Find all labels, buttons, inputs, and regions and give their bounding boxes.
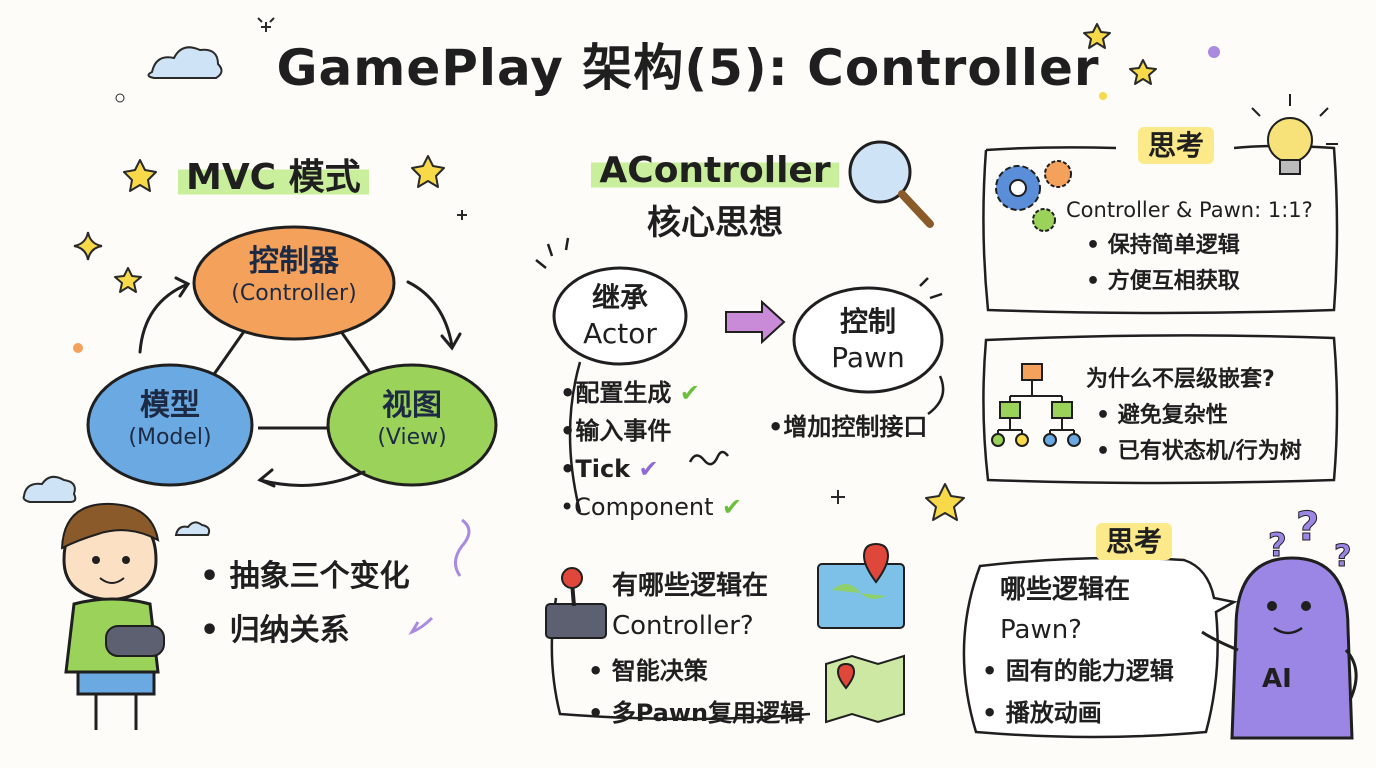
- star-icon: [114, 267, 142, 293]
- inherit-bubble-shape: [552, 266, 688, 366]
- robot-label: AI: [1262, 664, 1292, 694]
- view-node-label: 视图: [382, 388, 442, 423]
- check-icon: ✔: [679, 379, 700, 407]
- think-label: 思考: [1138, 124, 1215, 164]
- boy-with-gamepad-figure: [60, 502, 165, 730]
- svg-text:?: ?: [1268, 526, 1287, 564]
- joystick-icon: [545, 567, 607, 639]
- sparkle-icon: [73, 231, 103, 261]
- pawn-logic-item: • 播放动画: [982, 699, 1102, 727]
- cloud-icon: [22, 475, 211, 536]
- check-icon: ✔: [721, 493, 742, 521]
- think1-items: • 保持简单逻辑 • 方便互相获取: [1086, 228, 1240, 300]
- controller-node-shape: [192, 225, 396, 341]
- model-node-label: 模型: [140, 388, 200, 423]
- star-icon: [123, 159, 157, 192]
- think1-item: • 保持简单逻辑: [1086, 233, 1240, 258]
- control-bubble-shape: [792, 286, 944, 394]
- pawn-logic-item: • 固有的能力逻辑: [982, 657, 1174, 685]
- control-items: •增加控制接口: [768, 408, 927, 446]
- think1-item: • 方便互相获取: [1086, 269, 1240, 294]
- view-node-shape: [326, 363, 498, 487]
- think2-items: • 避免复杂性 • 已有状态机/行为树: [1096, 398, 1302, 470]
- gear-icon: [995, 160, 1072, 232]
- inherit-item: •Component: [560, 493, 714, 521]
- star-icon: [411, 155, 445, 188]
- star-icon: [1083, 23, 1111, 49]
- pawn-logic-items: • 固有的能力逻辑 • 播放动画: [982, 650, 1174, 734]
- svg-text:?: ?: [1296, 504, 1319, 550]
- controller-node-sublabel: (Controller): [231, 281, 357, 306]
- mvc-notes: • 抽象三个变化 • 归纳关系: [200, 550, 410, 658]
- inherit-bubble: 继承 Actor: [583, 281, 657, 350]
- check-icon: ✔: [638, 455, 659, 483]
- inherit-item: •Tick: [560, 455, 631, 483]
- page-title: GamePlay 架构(5): Controller: [276, 39, 1100, 97]
- controller-logic-item: • 智能决策: [588, 657, 708, 685]
- acontroller-heading: AController 核心思想: [580, 150, 850, 244]
- control-item: •增加控制接口: [768, 413, 928, 441]
- pawn-logic-question: 哪些逻辑在 Pawn?: [1000, 575, 1131, 645]
- think-panel-2-border: [982, 334, 1339, 485]
- controller-logic-items: • 智能决策 • 多Pawn复用逻辑: [588, 650, 804, 734]
- inherit-item: •输入事件: [560, 417, 672, 445]
- think2-item: • 已有状态机/行为树: [1096, 439, 1302, 464]
- control-bubble: 控制 Pawn: [831, 305, 905, 374]
- arrow-right-icon: [725, 299, 786, 345]
- lightbulb-icon: [1251, 94, 1338, 175]
- controller-logic-item: • 多Pawn复用逻辑: [588, 699, 805, 727]
- controller-node-label: 控制器: [249, 244, 339, 279]
- mvc-note-item: • 抽象三个变化: [200, 559, 410, 594]
- controller-node: 控制器 (Controller): [194, 244, 394, 308]
- think-label: 思考: [1096, 520, 1173, 560]
- map-icon: [817, 542, 905, 724]
- view-node-sublabel: (View): [377, 425, 447, 450]
- think2-item: • 避免复杂性: [1096, 403, 1228, 428]
- controller-logic-question: 有哪些逻辑在 Controller?: [612, 571, 769, 641]
- model-node-sublabel: (Model): [128, 425, 212, 450]
- inherit-item: •配置生成: [560, 379, 672, 407]
- ai-robot-figure: ? ? ?: [1201, 504, 1358, 740]
- tree-hierarchy-icon: [991, 363, 1081, 447]
- model-node: 模型 (Model): [88, 388, 252, 452]
- view-node: 视图 (View): [328, 388, 496, 452]
- model-node-shape: [86, 363, 254, 487]
- star-icon: [1129, 59, 1157, 85]
- magnifier-icon: [848, 140, 934, 228]
- cloud-icon: [147, 46, 223, 79]
- mvc-note-item: • 归纳关系: [200, 613, 350, 648]
- mvc-heading: MVC 模式: [178, 148, 369, 200]
- think2-question: 为什么不层级嵌套?: [1086, 367, 1275, 392]
- think-panel-1-border: [982, 144, 1339, 315]
- think1-question: Controller & Pawn: 1:1?: [1066, 198, 1313, 222]
- svg-text:?: ?: [1334, 539, 1351, 574]
- star-icon: [925, 483, 965, 521]
- inherit-items: •配置生成 ✔ •输入事件 •Tick ✔ •Component ✔: [560, 374, 742, 526]
